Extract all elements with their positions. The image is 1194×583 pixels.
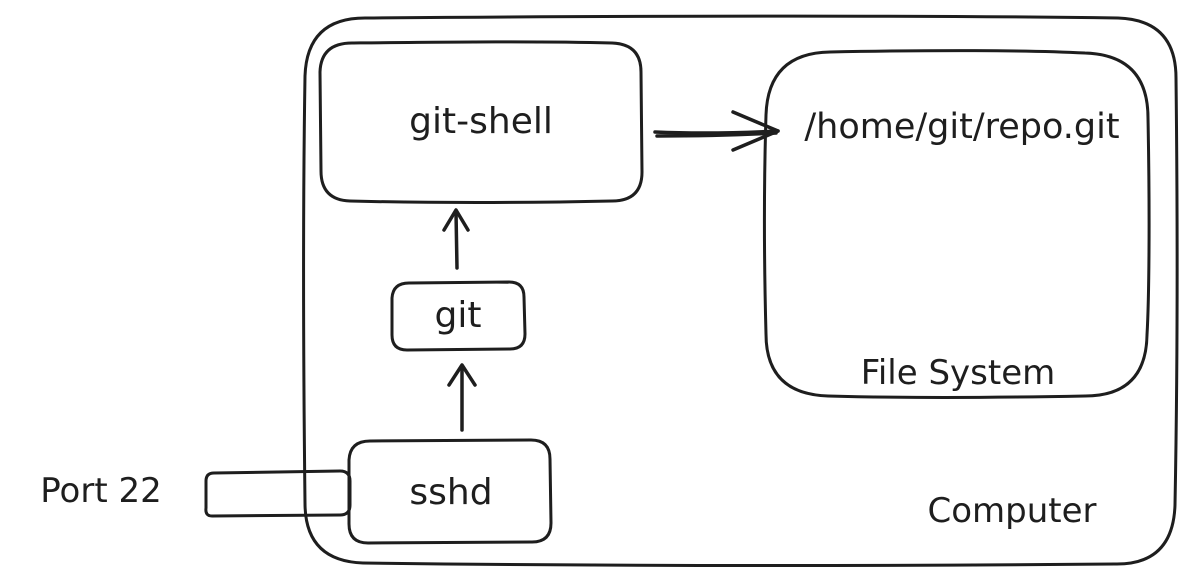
repo-path-label: /home/git/repo.git [804,107,1119,147]
git-node: git [390,280,527,352]
port-label: Port 22 [40,471,161,511]
sshd-node: sshd [347,438,553,545]
port-connector: Port 22 [40,469,352,518]
port-stub [204,469,352,518]
file-system-node: /home/git/repo.git File System [763,49,1151,399]
arrow-git-shell-to-repo [653,110,780,152]
git-shell-label: git-shell [409,101,553,142]
computer-border [302,14,1179,567]
edges [442,110,780,432]
sshd-box [347,438,553,545]
git-shell-box [318,40,644,204]
git-shell-node: git-shell [318,40,644,204]
arrow-sshd-to-git [447,363,477,432]
file-system-label: File System [861,353,1056,393]
computer-container: Computer [302,14,1179,567]
arrow-git-to-git-shell [442,208,470,270]
git-label: git [435,295,482,336]
git-box [390,280,527,352]
computer-label: Computer [927,491,1096,531]
file-system-box [763,49,1151,399]
sshd-label: sshd [409,472,492,513]
